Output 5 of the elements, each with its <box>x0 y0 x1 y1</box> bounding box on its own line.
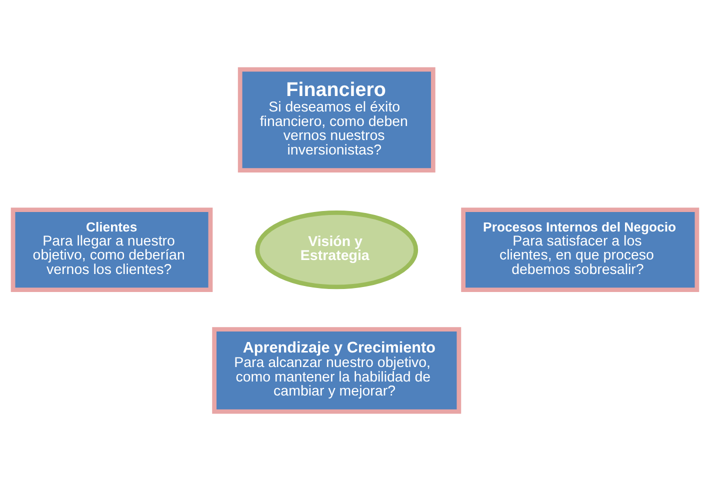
node-box: Aprendizaje y Crecimiento Para alcanzar nuestro objetivo, como mantener la habilidad de cambiar y mejorar? <box>212 327 462 414</box>
node-box: Procesos Internos del Negocio Para satisfacer a los clientes, en que proceso debemos sobresalir? <box>461 208 700 292</box>
node-box: Financiero Si deseamos el éxito financiero, como deben vernos nuestros inversionistas? <box>238 67 436 172</box>
node-ellipse: Visión y Estrategia <box>255 210 418 290</box>
node-box: Clientes Para llegar a nuestro objetivo, como deberían vernos los clientes? <box>10 208 213 292</box>
